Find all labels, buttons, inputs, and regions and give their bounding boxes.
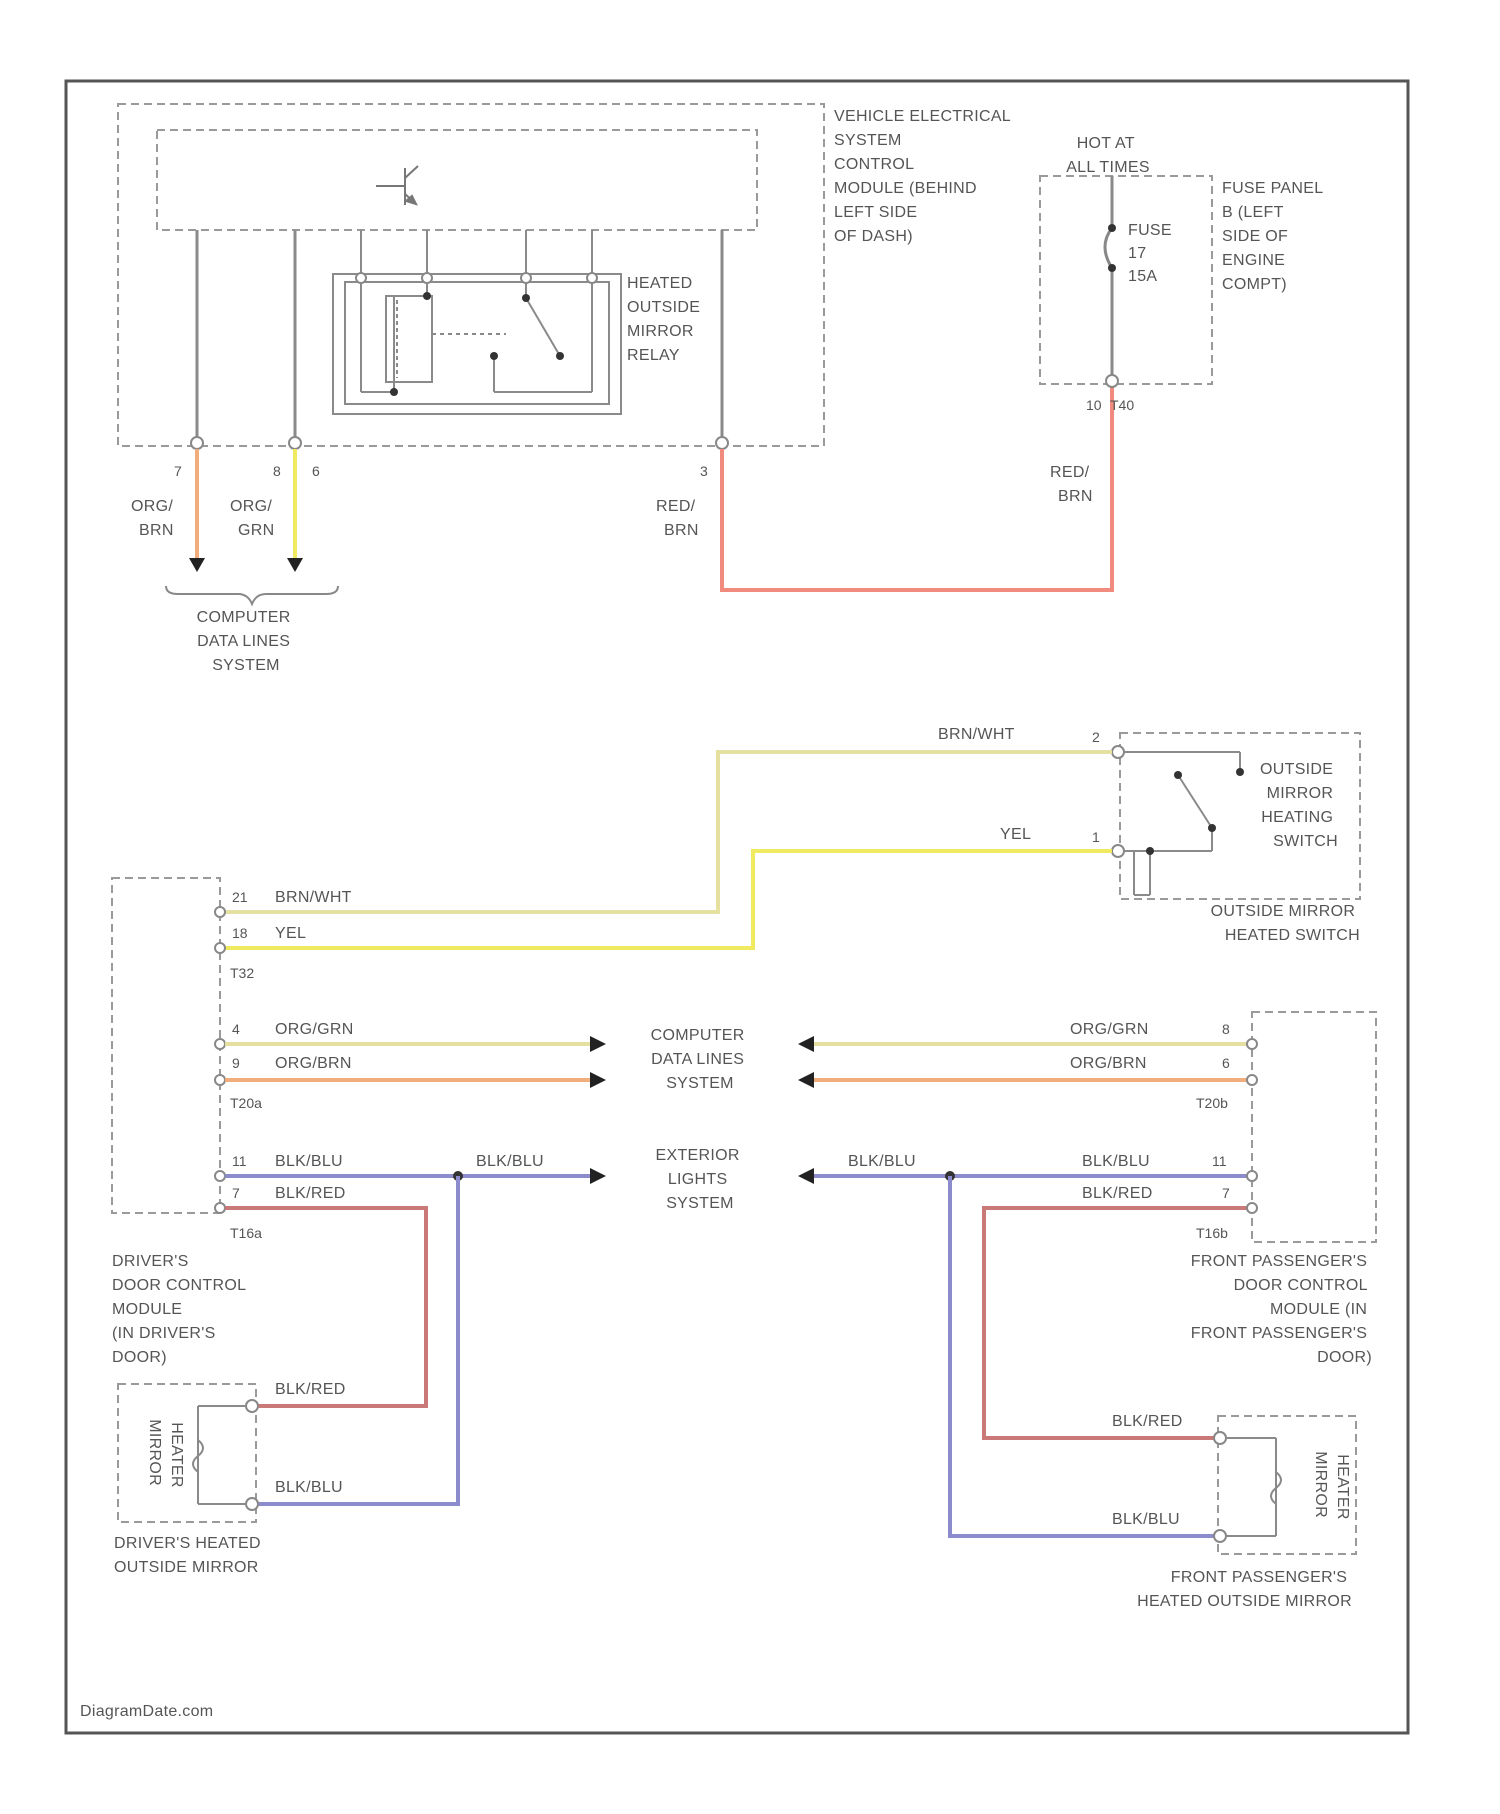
- wire-label-brn-wht-top: BRN/WHT: [938, 726, 1015, 743]
- passenger-door-module-label: FRONT PASSENGER'S DOOR CONTROL MODULE (I…: [1191, 1253, 1372, 1366]
- mirror-switch-symbol: [1112, 746, 1244, 895]
- conn-t40: T40: [1110, 397, 1134, 413]
- wire-label-org-grn-pass: ORG/GRN: [1070, 1021, 1149, 1038]
- wire-label-yel-top: YEL: [1000, 826, 1031, 843]
- wire-label-blk-blu-dmirror: BLK/BLU: [275, 1479, 343, 1496]
- wire-label-blk-red-pmirror: BLK/RED: [1112, 1413, 1183, 1430]
- driver-mirror-heater-symbol: [193, 1400, 258, 1510]
- mirror-switch-outer-label: OUTSIDE MIRROR HEATED SWITCH: [1211, 903, 1360, 944]
- pin-7-driver: 7: [232, 1185, 240, 1201]
- arrow-down-right: [287, 558, 303, 572]
- pin-11-driver: 11: [232, 1153, 247, 1169]
- wire-blk-blu-pass-mirror: [950, 1176, 1214, 1536]
- wire-label-org-brn: ORG/ BRN: [131, 498, 178, 539]
- relay-label: HEATED OUTSIDE MIRROR RELAY: [627, 275, 705, 364]
- relay-symbol: [333, 273, 621, 414]
- wire-label-red-brn-right: RED/ BRN: [1050, 464, 1094, 505]
- pin-18: 18: [232, 925, 248, 941]
- pin-6: 6: [312, 463, 320, 479]
- hot-at-all-times-label: HOT AT ALL TIMES: [1066, 135, 1150, 176]
- pin-8: 8: [273, 463, 281, 479]
- vesc-inner-box: [157, 130, 757, 230]
- driver-mirror-box: [118, 1384, 256, 1522]
- wire-label-blk-blu-pmirror: BLK/BLU: [1112, 1511, 1180, 1528]
- computer-data-lines-top-label: COMPUTER DATA LINES SYSTEM: [197, 609, 296, 674]
- pin-11-pass: 11: [1212, 1153, 1227, 1169]
- pin-4-driver: 4: [232, 1021, 240, 1037]
- wire-yel: [220, 851, 1112, 948]
- mirror-switch-inner-label: OUTSIDE MIRROR HEATING SWITCH: [1260, 761, 1338, 850]
- wire-label-red-brn-left: RED/ BRN: [656, 498, 700, 539]
- pin-3: 3: [700, 463, 708, 479]
- pin-9-driver: 9: [232, 1055, 240, 1071]
- passenger-door-module-box: [1252, 1012, 1376, 1242]
- wire-label-yel-driver: YEL: [275, 925, 306, 942]
- pin-8-pass: 8: [1222, 1021, 1230, 1037]
- wire-red-brn: [722, 384, 1112, 590]
- diagram-border: [66, 81, 1408, 1733]
- pin-10: 10: [1086, 397, 1102, 413]
- pin-7-pass: 7: [1222, 1185, 1230, 1201]
- conn-t20b: T20b: [1196, 1095, 1228, 1111]
- wire-blk-red-pass: [984, 1208, 1252, 1438]
- fuse-label: FUSE 17 15A: [1128, 222, 1177, 285]
- arrow-down-left: [189, 558, 205, 572]
- wire-brn-wht: [220, 752, 1112, 912]
- pin-21: 21: [232, 889, 248, 905]
- driver-mirror-heater-label: MIRROR HEATER: [146, 1419, 185, 1490]
- wire-label-org-brn-pass: ORG/BRN: [1070, 1055, 1147, 1072]
- wire-label-blk-blu-driver-2: BLK/BLU: [476, 1153, 544, 1170]
- passenger-mirror-label: FRONT PASSENGER'S HEATED OUTSIDE MIRROR: [1137, 1569, 1352, 1610]
- wire-label-brn-wht-driver: BRN/WHT: [275, 889, 352, 906]
- wire-label-blk-red-dmirror: BLK/RED: [275, 1381, 346, 1398]
- conn-t32: T32: [230, 965, 254, 981]
- computer-data-lines-mid-label: COMPUTER DATA LINES SYSTEM: [651, 1027, 750, 1092]
- driver-mirror-label: DRIVER'S HEATED OUTSIDE MIRROR: [114, 1535, 266, 1576]
- wire-label-blk-blu-pass-2: BLK/BLU: [848, 1153, 916, 1170]
- brace-computer-data: [166, 586, 338, 604]
- pin-1-switch: 1: [1092, 829, 1100, 845]
- wire-label-org-grn: ORG/ GRN: [230, 498, 277, 539]
- wire-label-blk-red-pass: BLK/RED: [1082, 1185, 1153, 1202]
- conn-t16a: T16a: [230, 1225, 262, 1241]
- wire-label-blk-red-driver: BLK/RED: [275, 1185, 346, 1202]
- passenger-mirror-heater-symbol: [1214, 1432, 1281, 1542]
- exterior-lights-label: EXTERIOR LIGHTS SYSTEM: [656, 1147, 745, 1212]
- driver-door-module-box: [112, 878, 220, 1213]
- driver-door-module-label: DRIVER'S DOOR CONTROL MODULE (IN DRIVER'…: [112, 1253, 250, 1366]
- relay-coil: [386, 296, 432, 382]
- watermark: DiagramDate.com: [80, 1703, 213, 1720]
- pin-2-switch: 2: [1092, 729, 1100, 745]
- conn-t20a: T20a: [230, 1095, 262, 1111]
- pin-7: 7: [174, 463, 182, 479]
- passenger-mirror-heater-label: MIRROR HEATER: [1312, 1451, 1351, 1522]
- fuse-panel-box: [1040, 176, 1212, 384]
- wire-label-org-grn-driver: ORG/GRN: [275, 1021, 354, 1038]
- pin-6-pass: 6: [1222, 1055, 1230, 1071]
- vesc-label: VEHICLE ELECTRICAL SYSTEM CONTROL MODULE…: [834, 108, 1015, 245]
- wire-label-blk-blu-pass: BLK/BLU: [1082, 1153, 1150, 1170]
- fuse-symbol: [1105, 176, 1118, 387]
- fuse-panel-label: FUSE PANEL B (LEFT SIDE OF ENGINE COMPT): [1222, 180, 1328, 293]
- conn-t16b: T16b: [1196, 1225, 1228, 1241]
- wire-label-blk-blu-driver: BLK/BLU: [275, 1153, 343, 1170]
- electronic-switch-icon: [376, 166, 418, 205]
- wire-label-org-brn-driver: ORG/BRN: [275, 1055, 352, 1072]
